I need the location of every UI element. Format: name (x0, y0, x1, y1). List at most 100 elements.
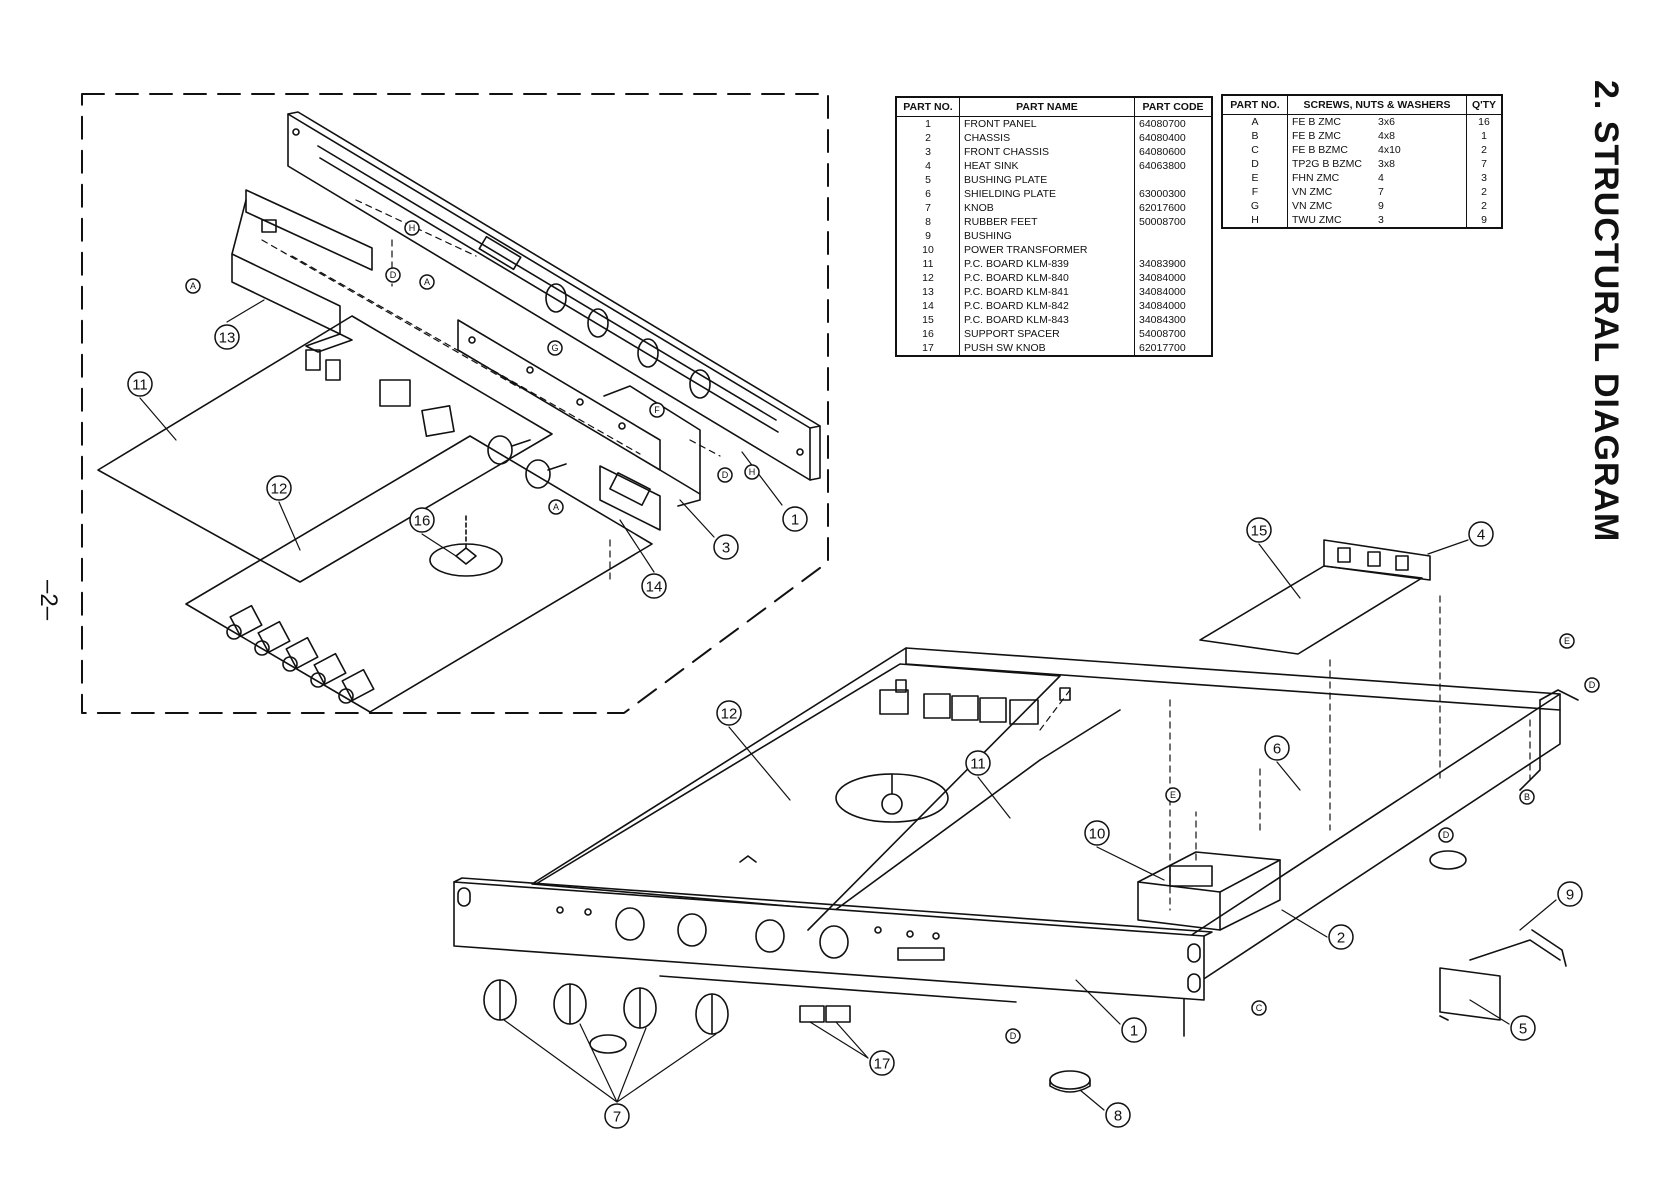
part-callout-circle (869, 1050, 895, 1076)
cell-part-no: B (1221, 129, 1288, 143)
part-callout-2: 2 (1328, 924, 1354, 950)
screw-callout-circle (1584, 677, 1600, 693)
screw-type: VN ZMC (1292, 200, 1333, 212)
part-callout-circle (1121, 1017, 1147, 1043)
cell-part-no: 2 (895, 131, 960, 145)
cell-qty: 1 (1466, 129, 1503, 143)
cell-part-no: H (1221, 213, 1288, 228)
screw-callout-circle (419, 274, 435, 290)
part-callout-circle (1468, 521, 1494, 547)
inset-board-14 (599, 465, 661, 531)
cell-part-no: 17 (895, 341, 960, 356)
part-callout-label: 6 (1273, 740, 1281, 757)
screw-size: 4 (1378, 172, 1384, 184)
cell-part-code: 34083900 (1134, 257, 1213, 271)
screw-callout-E: E (1559, 633, 1575, 649)
screw-size: 4x8 (1378, 130, 1395, 142)
inset-jacks (226, 604, 375, 704)
part-callout-12: 12 (266, 475, 292, 501)
screw-callout-circle (185, 278, 201, 294)
part-callout-8: 8 (1105, 1102, 1131, 1128)
screw-type: FE B ZMC (1292, 116, 1341, 128)
cell-qty: 16 (1466, 114, 1503, 129)
screw-callout-label: D (722, 470, 729, 480)
screws-header-qty: Q'TY (1466, 94, 1503, 115)
screw-size: 9 (1378, 200, 1384, 212)
main-assembly-lines (1039, 595, 1531, 911)
table-row: B FE B ZMC 4x8 1 (1221, 129, 1503, 143)
part-callout-label: 11 (970, 755, 986, 772)
part-callout-label: 12 (271, 480, 288, 497)
cell-part-code: 63000300 (1134, 187, 1213, 201)
part-callout-7: 7 (604, 1103, 630, 1129)
leader-lines (139, 299, 1557, 1111)
main-front-panel (453, 877, 1213, 1003)
part-callout-circle (604, 1103, 630, 1129)
screw-callout-circle (649, 402, 665, 418)
screw-callout-circle (1165, 787, 1181, 803)
cell-qty: 2 (1466, 185, 1503, 199)
screws-header-name: SCREWS, NUTS & WASHERS (1287, 94, 1467, 115)
part-callout-circle (409, 507, 435, 533)
inset-support-spacer (429, 513, 503, 577)
screw-callout-C: C (1251, 1000, 1267, 1016)
cell-part-name: RUBBER FEET (959, 215, 1135, 229)
cell-part-no: 15 (895, 313, 960, 327)
cell-screw-spec: VN ZMC 9 (1287, 199, 1467, 213)
cell-part-no: D (1221, 157, 1288, 171)
main-boards (535, 663, 1061, 931)
cell-part-name: BUSHING (959, 229, 1135, 243)
screw-type: FE B ZMC (1292, 130, 1341, 142)
screw-callout-circle (1251, 1000, 1267, 1016)
screw-callout-circle (548, 499, 564, 515)
cell-screw-spec: FE B ZMC 4x8 (1287, 129, 1467, 143)
main-switches (879, 679, 1071, 725)
cell-part-code: 64080600 (1134, 145, 1213, 159)
screw-callout-E: E (1165, 787, 1181, 803)
main-rubber-feet (589, 850, 1467, 1093)
cell-part-name: P.C. BOARD KLM-841 (959, 285, 1135, 299)
part-callout-circle (1510, 1015, 1536, 1041)
screw-callout-circle (1519, 789, 1535, 805)
cell-qty: 2 (1466, 143, 1503, 157)
cell-part-no: 12 (895, 271, 960, 285)
screw-callout-label: A (553, 502, 559, 512)
screw-callout-H: H (744, 464, 760, 480)
cell-part-name: BUSHING PLATE (959, 173, 1135, 187)
part-callout-label: 8 (1114, 1107, 1122, 1124)
part-callout-label: 2 (1337, 929, 1345, 946)
screw-callout-circle (1438, 827, 1454, 843)
page-number: –2– (28, 580, 68, 660)
cell-part-name: FRONT PANEL (959, 116, 1135, 131)
cell-part-code: 34084000 (1134, 299, 1213, 313)
cell-part-no: 8 (895, 215, 960, 229)
screws-table-header-row: PART NO. SCREWS, NUTS & WASHERS Q'TY (1221, 94, 1503, 115)
cell-part-code (1134, 243, 1213, 257)
part-callout-16: 16 (409, 507, 435, 533)
cell-part-name: KNOB (959, 201, 1135, 215)
part-callout-label: 1 (1130, 1022, 1138, 1039)
screw-size: 7 (1378, 186, 1384, 198)
part-callout-circle (1246, 517, 1272, 543)
cell-part-no: 13 (895, 285, 960, 299)
main-board-15 (1199, 539, 1431, 655)
screw-callout-label: H (749, 467, 756, 477)
cell-part-no: E (1221, 171, 1288, 185)
part-callout-5: 5 (1510, 1015, 1536, 1041)
